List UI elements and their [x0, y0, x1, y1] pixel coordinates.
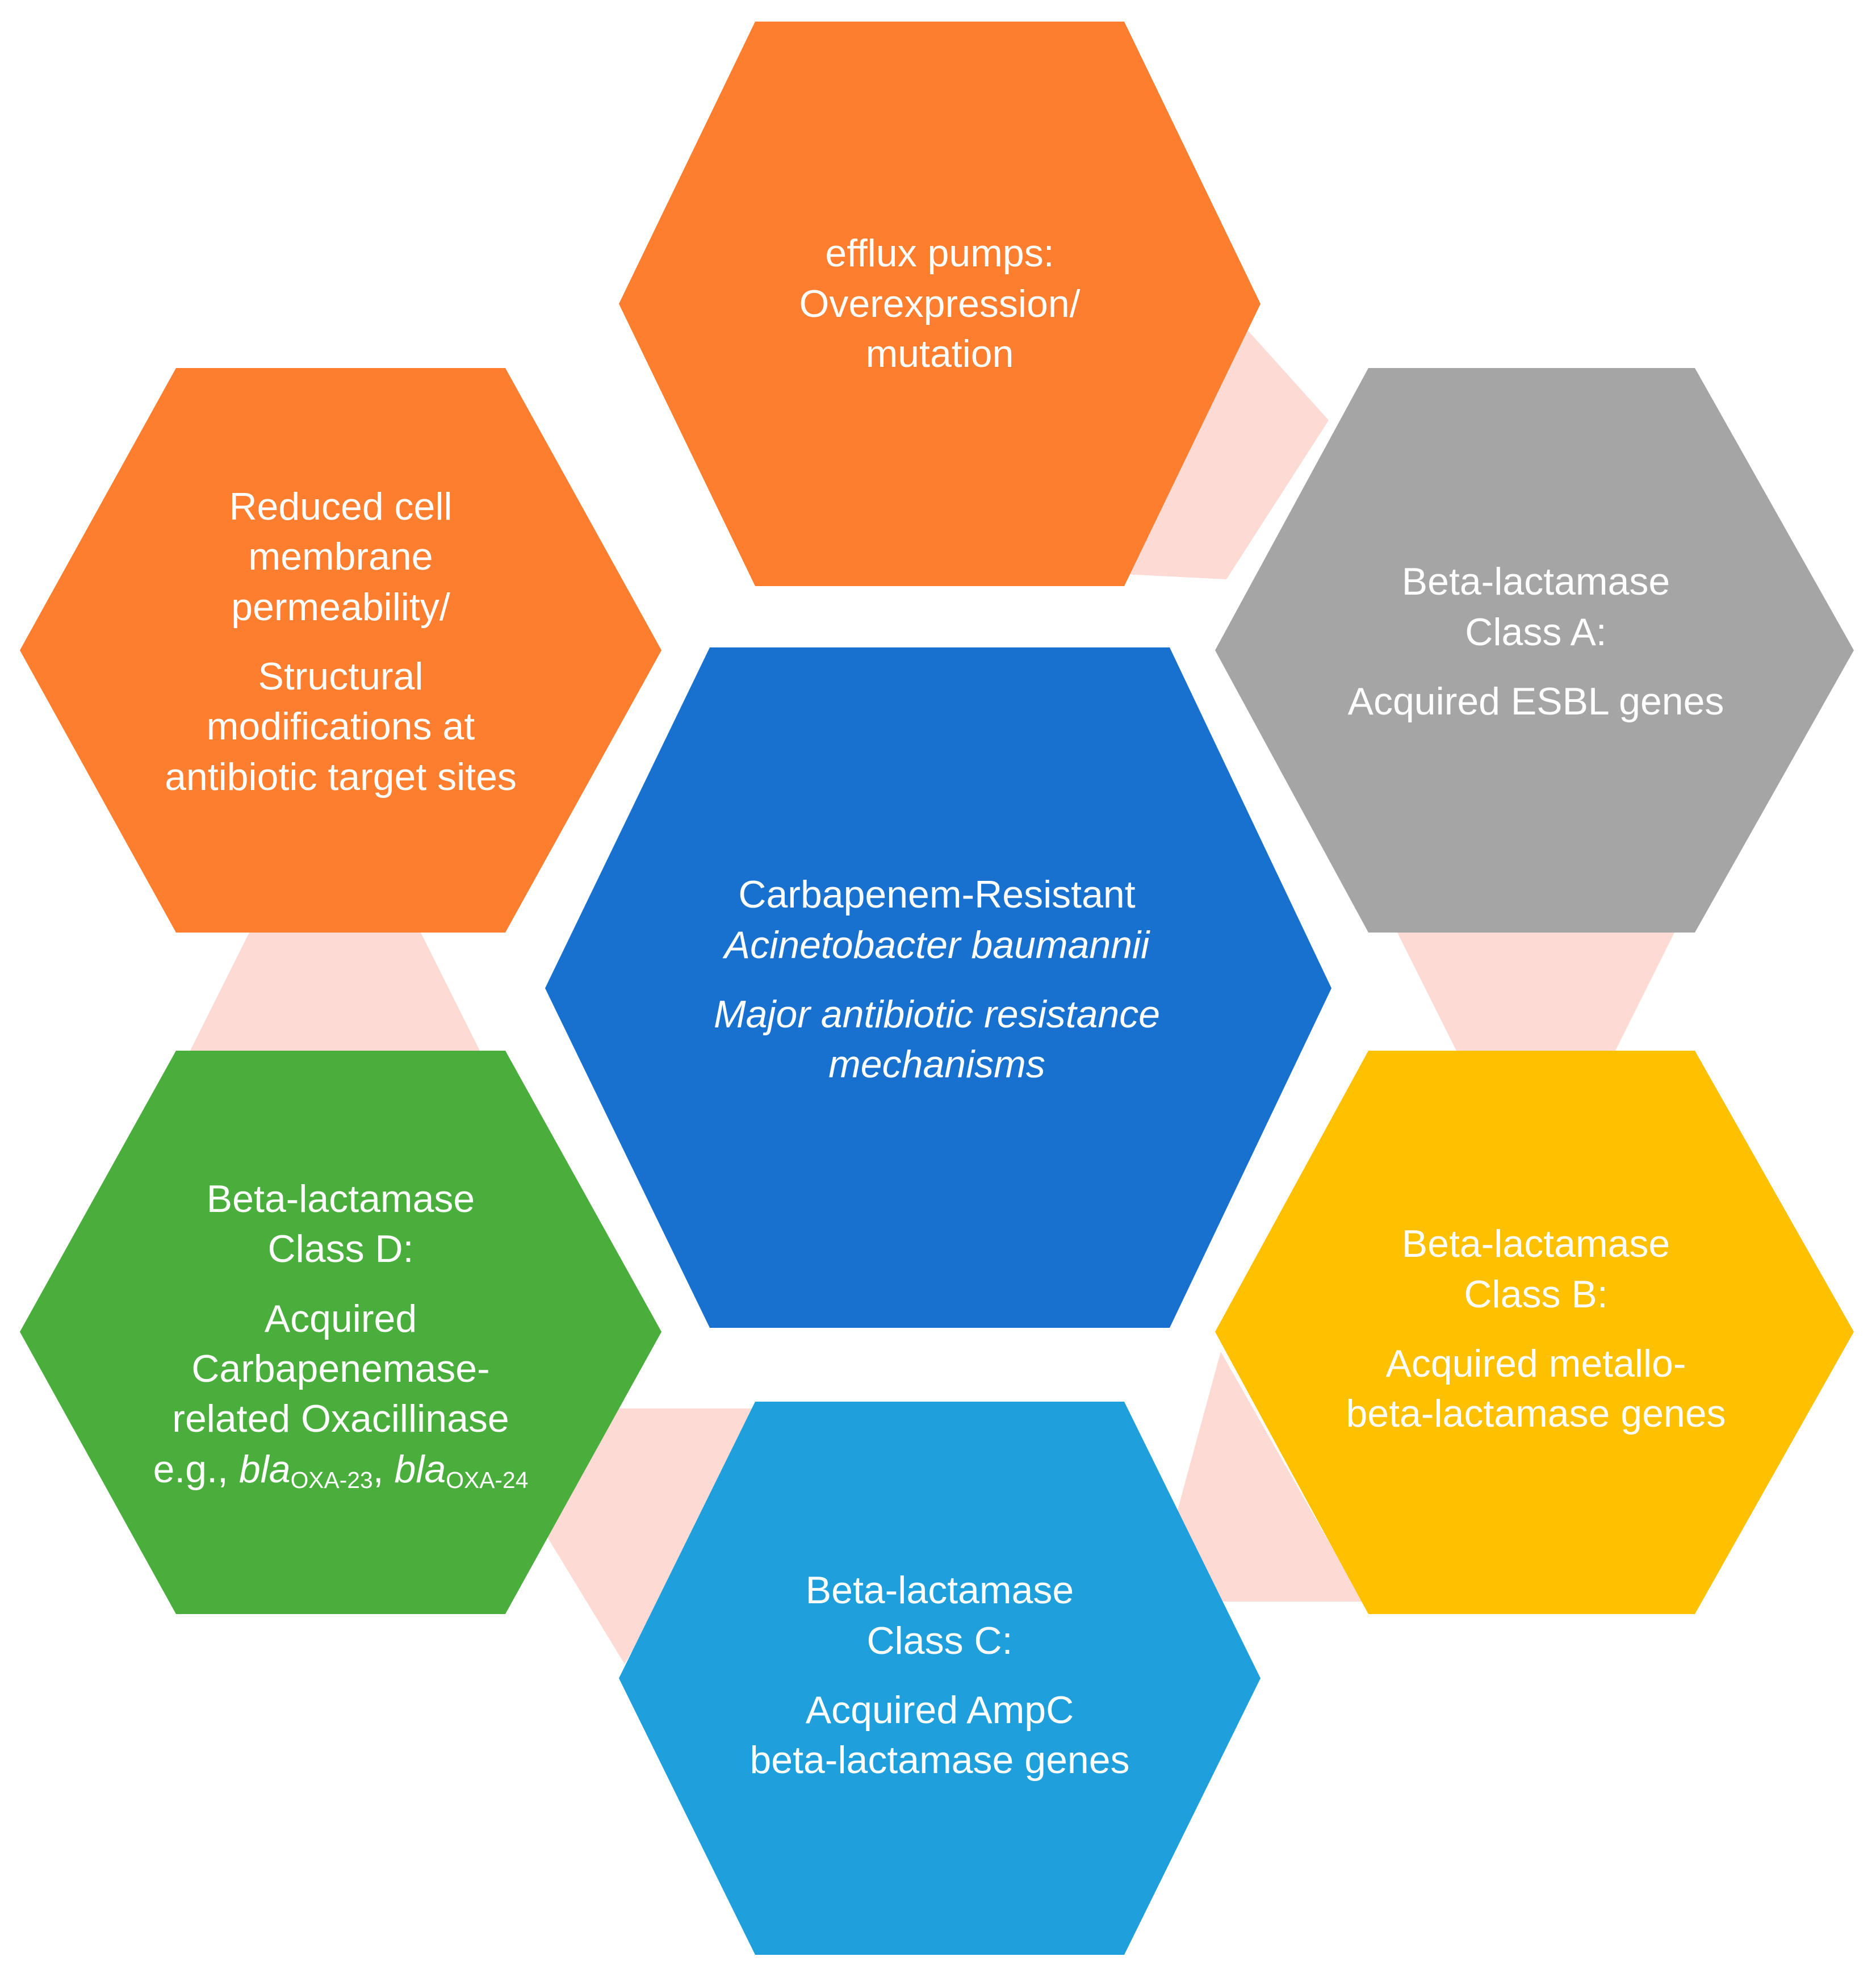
connector-class-a-to-class-b: [1391, 920, 1681, 1056]
gene-bla-2: bla: [394, 1447, 446, 1491]
connector-efflux-to-class-a: [1113, 307, 1329, 579]
class-b-line-2: Class B:: [1464, 1272, 1608, 1316]
class-b-text: Beta-lactamase Class B: Acquired metallo…: [1232, 1198, 1840, 1460]
class-d-example-line: e.g., blaOXA-23, blaOXA-24: [153, 1444, 529, 1495]
hexagon-class-c: [619, 1402, 1261, 1955]
efflux-line-3: mutation: [865, 332, 1014, 376]
class-b-line-3: Acquired metallo-: [1385, 1342, 1686, 1385]
hexagon-class-b: [1215, 1051, 1854, 1614]
efflux-line-2: Overexpression/: [799, 282, 1081, 325]
efflux-line-1: efflux pumps:: [825, 232, 1054, 275]
connector-class-d-to-permeability: [187, 931, 483, 1056]
class-a-line-1: Beta-lactamase: [1401, 560, 1670, 604]
hexagon-class-d: [20, 1051, 661, 1614]
efflux-text: efflux pumps: Overexpression/ mutation: [625, 170, 1255, 437]
permeability-line-5: modifications at: [206, 705, 475, 749]
connector-class-b-to-class-c: [1153, 1352, 1363, 1602]
class-c-line-1: Beta-lactamase: [805, 1569, 1074, 1612]
gene-bla-1: bla: [238, 1447, 291, 1491]
center-line-2: Acinetobacter baumannii: [724, 923, 1150, 967]
class-d-example-prefix: e.g.,: [153, 1447, 228, 1491]
gene-oxa-24: OXA-24: [446, 1467, 529, 1494]
center-line-3: Major antibiotic resistance: [713, 993, 1161, 1036]
class-c-text: Beta-lactamase Class C: Acquired AmpC be…: [625, 1545, 1255, 1806]
permeability-line-1: Reduced cell: [229, 484, 453, 528]
class-a-line-3: Acquired ESBL genes: [1347, 680, 1724, 724]
class-a-line-2: Class A:: [1465, 610, 1607, 654]
gene-separator: ,: [372, 1447, 384, 1491]
class-c-line-2: Class C:: [866, 1619, 1013, 1662]
class-a-text: Beta-lactamase Class A: Acquired ESBL ge…: [1232, 534, 1840, 750]
hexagon-center: [545, 647, 1331, 1328]
hexagon-class-a: [1215, 368, 1854, 933]
connector-class-c-to-class-d: [545, 1408, 772, 1664]
permeability-text: Reduced cell membrane permeability/ Stru…: [34, 466, 647, 818]
class-c-line-3: Acquired AmpC: [805, 1688, 1074, 1732]
class-d-line-5: related Oxacillinase: [172, 1397, 509, 1441]
class-b-line-1: Beta-lactamase: [1401, 1222, 1670, 1266]
class-c-line-4: beta-lactamase genes: [749, 1738, 1130, 1782]
class-d-line-4: Carbapenemase-: [191, 1347, 490, 1391]
permeability-line-6: antibiotic target sites: [165, 755, 517, 799]
center-text: Carbapenem-Resistant Acinetobacter bauma…: [568, 852, 1306, 1107]
hexagon-permeability: [20, 368, 661, 933]
hexagon-efflux-pumps: [619, 22, 1261, 586]
class-d-line-2: Class D:: [267, 1227, 414, 1271]
center-line-4: mechanisms: [828, 1043, 1045, 1086]
center-line-1: Carbapenem-Resistant: [738, 873, 1136, 917]
gene-oxa-23: OXA-23: [290, 1467, 373, 1494]
class-d-line-1: Beta-lactamase: [206, 1177, 475, 1220]
class-d-line-3: Acquired: [264, 1297, 417, 1340]
class-d-text: Beta-lactamase Class D: Acquired Carbape…: [34, 1142, 647, 1528]
permeability-line-3: permeability/: [231, 585, 450, 629]
permeability-line-2: membrane: [248, 535, 433, 579]
class-b-line-4: beta-lactamase genes: [1346, 1392, 1726, 1436]
permeability-line-4: Structural: [258, 655, 424, 698]
